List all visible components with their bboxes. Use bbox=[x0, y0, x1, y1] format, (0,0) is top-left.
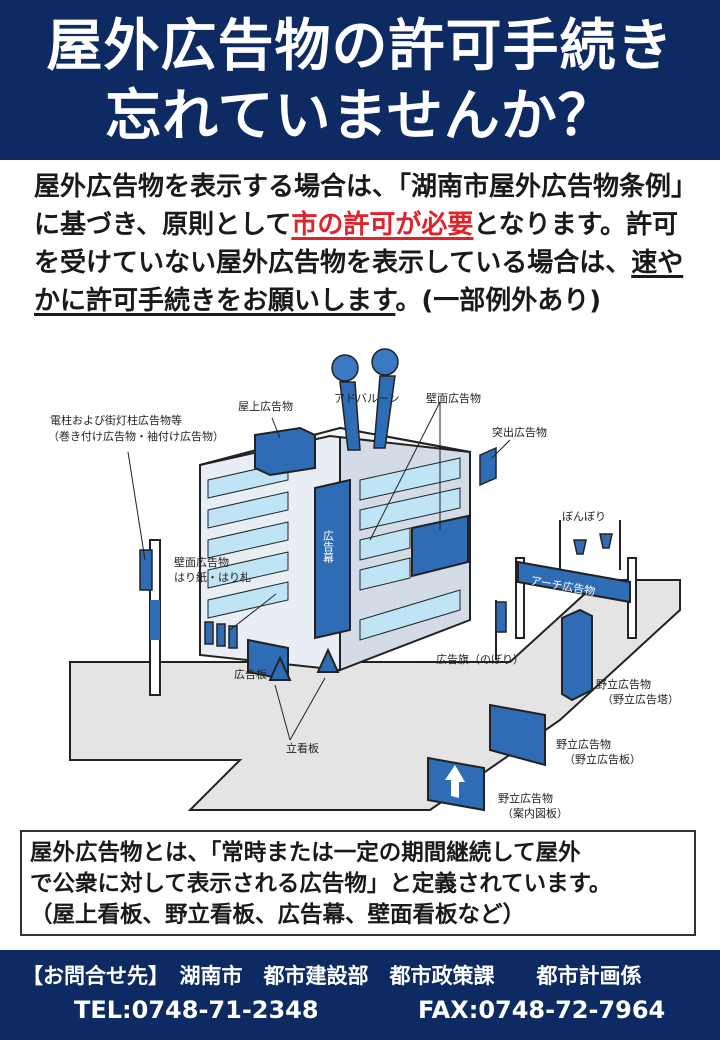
header-banner: 屋外広告物の許可手続き 忘れていませんか？ bbox=[0, 0, 720, 160]
label-flag: 広告旗（のぼり） bbox=[436, 652, 524, 666]
label-pole-1: 電柱および街灯柱広告物等 bbox=[50, 413, 182, 427]
label-guide-2: （案内図板） bbox=[502, 806, 568, 820]
intro-paragraph: 屋外広告物を表示する場合は、「湖南市屋外広告物条例」に基づき、原則として市の許可… bbox=[34, 168, 694, 320]
utility-pole bbox=[139, 539, 161, 696]
contact-footer: 【お問合せ先】 湖南市 都市建設部 都市政策課 都市計画係 TEL:0748-7… bbox=[0, 950, 720, 1040]
page-title-line2: 忘れていませんか？ bbox=[105, 84, 615, 149]
ad-flag bbox=[495, 600, 507, 660]
projecting-sign bbox=[479, 446, 497, 487]
definition-line2: で公衆に対して表示される広告物」と定義されています。 bbox=[30, 871, 612, 897]
label-wall-paper-2: はり紙・はり札 bbox=[174, 570, 251, 584]
wall-paper-signs bbox=[204, 621, 238, 649]
definition-box: 屋外広告物とは、「常時または一定の期間継続して屋外 で公衆に対して表示される広告… bbox=[20, 830, 696, 936]
page-title-line1: 屋外広告物の許可手続き bbox=[46, 14, 674, 79]
label-pole-2: （巻き付け広告物・袖付け広告物） bbox=[48, 429, 224, 443]
label-field-board-1: 野立広告物 bbox=[556, 737, 611, 751]
guide-board bbox=[427, 756, 485, 812]
label-standing: 立看板 bbox=[286, 741, 319, 755]
label-tower-2: （野立広告塔） bbox=[602, 692, 679, 706]
ad-balloons bbox=[331, 348, 399, 451]
label-balloon: アドバルーン bbox=[334, 392, 399, 405]
label-wall-paper-1: 壁面広告物 bbox=[174, 555, 229, 569]
standing-boards bbox=[268, 647, 340, 681]
wall-sign bbox=[411, 514, 469, 578]
intro-highlight: 市の許可が必要 bbox=[291, 210, 474, 240]
label-ad-board: 広告板 bbox=[234, 667, 267, 681]
contact-tel: TEL:0748-71-2348 bbox=[74, 996, 319, 1024]
leader-lines bbox=[127, 401, 511, 741]
road bbox=[69, 579, 681, 811]
outdoor-ad-illustration: 広告幕 アーチ広告物 bbox=[48, 348, 681, 820]
tower-sign bbox=[561, 608, 593, 702]
field-board bbox=[489, 703, 546, 767]
rooftop-sign bbox=[254, 426, 316, 477]
label-wall: 壁面広告物 bbox=[426, 391, 481, 405]
banner-text: 広告幕 bbox=[322, 530, 335, 564]
definition-line1: 屋外広告物とは、「常時または一定の期間継続して屋外 bbox=[30, 840, 581, 866]
intro-underline: 速やかに許可手続きをお願いします bbox=[34, 248, 684, 316]
label-guide-1: 野立広告物 bbox=[498, 791, 553, 805]
lanterns bbox=[559, 520, 621, 570]
definition-line3: （屋上看板、野立看板、広告幕、壁面看板など） bbox=[30, 902, 526, 928]
label-field-board-2: （野立広告板） bbox=[564, 752, 641, 766]
label-projecting: 突出広告物 bbox=[492, 425, 547, 439]
contact-fax: FAX:0748-72-7964 bbox=[418, 996, 666, 1024]
intro-text-2: となります。許可を受けていない屋外広告物を表示している場合は、 bbox=[34, 210, 679, 278]
intro-text-3: 。(一部例外あり) bbox=[395, 286, 602, 316]
banner-sign: 広告幕 bbox=[314, 478, 351, 640]
label-lantern: ぼんぼり bbox=[562, 510, 606, 523]
contact-department: 【お問合せ先】 湖南市 都市建設部 都市政策課 都市計画係 bbox=[22, 964, 642, 988]
building bbox=[199, 426, 471, 672]
intro-text-1: 屋外広告物を表示する場合は、「湖南市屋外広告物条例」に基づき、原則として bbox=[34, 172, 685, 240]
label-tower-1: 野立広告物 bbox=[596, 677, 651, 691]
label-rooftop: 屋上広告物 bbox=[238, 399, 293, 413]
